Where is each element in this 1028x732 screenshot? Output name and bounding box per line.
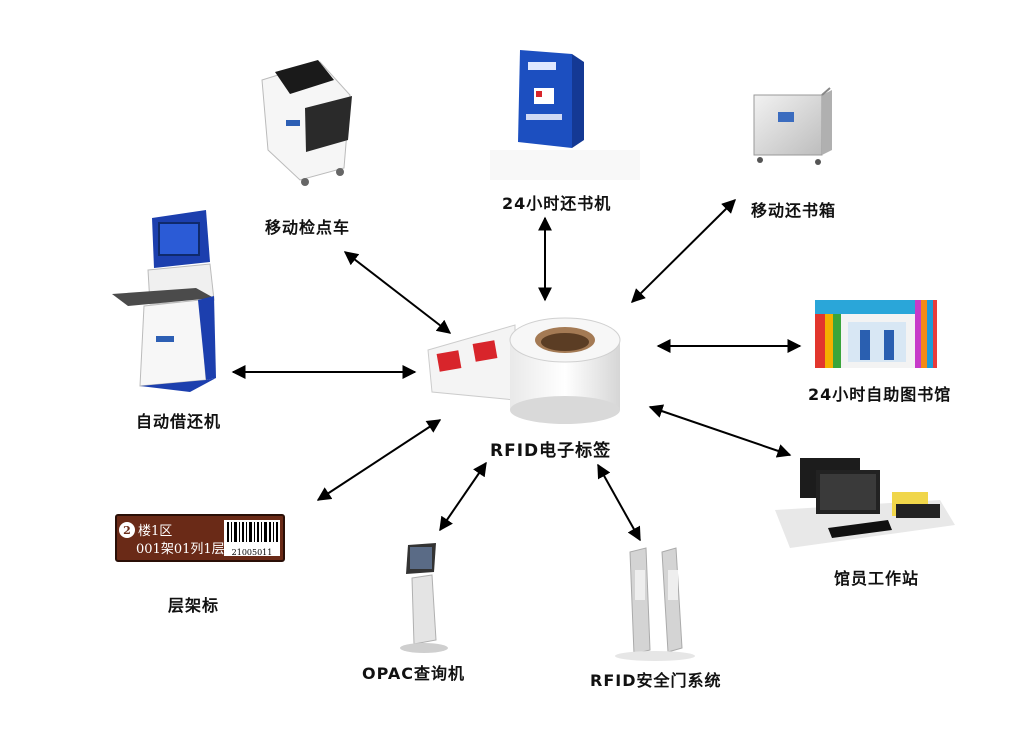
arrow-security-gate [597,463,641,542]
workstation-icon [775,458,955,548]
label-shelf-label: 层架标 [168,596,220,615]
shelf-label-icon: 2 楼1区 001架01列1层 21005011 [115,514,285,562]
label-security-gate: RFID安全门系统 [590,671,722,690]
label-mobile-return-box: 移动还书箱 [751,201,837,220]
inventory-cart-icon [261,60,352,186]
label-book-return-24h: 24小时还书机 [502,194,612,213]
book-drop-machine-icon [490,50,640,180]
self-checkout-kiosk-icon [112,210,216,392]
shelf-tag-line1: 楼1区 [138,524,172,539]
label-self-checkout: 自动借还机 [136,412,222,431]
arrow-shelf-label [316,419,442,501]
shelf-tag-number: 2 [123,524,131,537]
arrow-return-box [631,199,736,303]
label-rfid-tag: RFID电子标签 [490,441,612,461]
arrow-inventory-cart [343,251,452,334]
shelf-tag-barcode-number: 21005011 [232,548,273,557]
security-gate-icon [615,547,695,661]
label-staff-workstation: 馆员工作站 [834,569,920,588]
connector-arrows [231,199,802,542]
rfid-tag-roll-icon [427,317,621,424]
return-box-cart-icon [753,87,832,165]
opac-kiosk-icon [400,543,448,653]
barcode-icon [224,520,280,546]
shelf-tag-line2: 001架01列1层 [136,542,225,557]
label-mobile-inventory-cart: 移动检点车 [265,218,351,237]
arrow-workstation [648,404,792,458]
label-opac-kiosk: OPAC查询机 [362,664,465,683]
label-self-service-library: 24小时自助图书馆 [808,385,952,404]
self-service-library-icon [815,300,937,368]
arrow-opac [439,461,487,532]
